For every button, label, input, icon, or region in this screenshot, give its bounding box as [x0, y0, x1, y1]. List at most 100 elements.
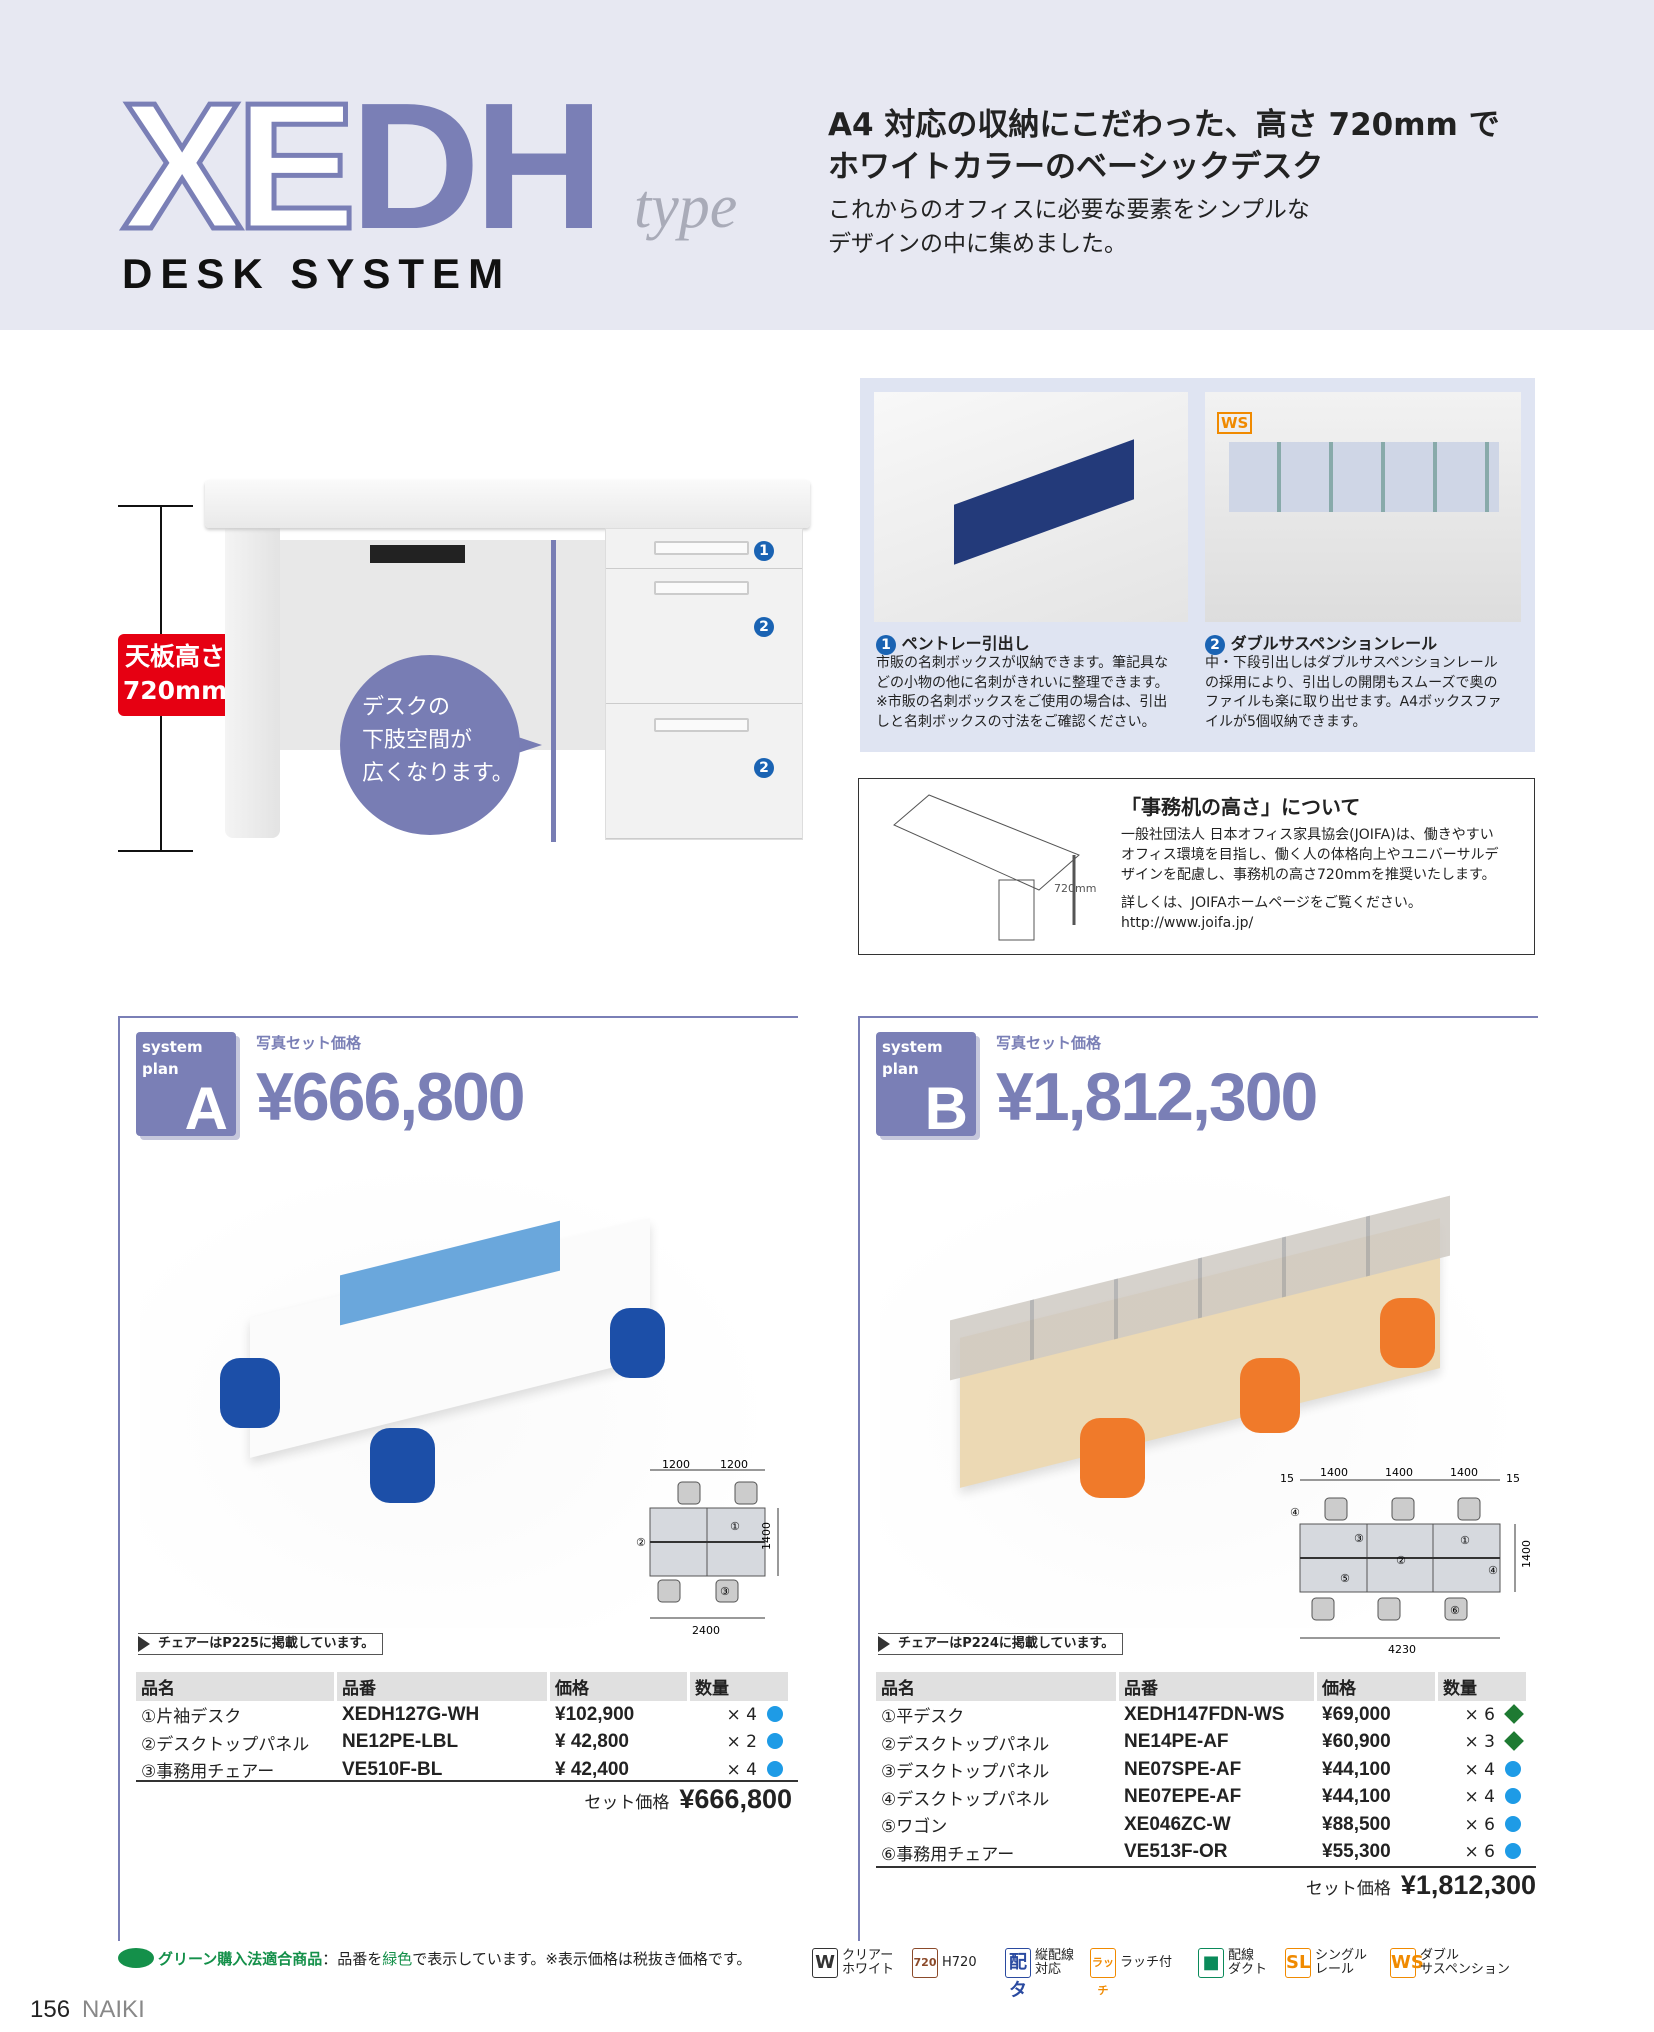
set-price: セット価格¥666,800	[584, 1784, 792, 1814]
green-diamond-icon	[1504, 1731, 1524, 1752]
svg-text:2400: 2400	[692, 1624, 720, 1637]
desk-top	[205, 480, 810, 528]
legroom-arrow	[551, 540, 556, 842]
svg-text:③: ③	[1354, 1532, 1364, 1545]
desk-line-drawing: 720mm	[893, 794, 1096, 941]
svg-text:②: ②	[636, 1536, 646, 1549]
header-band	[0, 0, 1654, 330]
svg-text:1200: 1200	[662, 1458, 690, 1471]
svg-text:④: ④	[1488, 1564, 1498, 1577]
feature-1-text: 市販の名刺ボックスが収納できます。筆記具などの小物の他に名刺がきれいに整理できま…	[876, 655, 1169, 730]
svg-text:1400: 1400	[1385, 1466, 1413, 1479]
blue-dot-icon	[767, 1705, 783, 1722]
legroom-bubble: デスクの下肢空間が広くなります。	[340, 655, 520, 835]
file-drawer-photo: WS	[1205, 392, 1521, 622]
ws-badge: WS	[1217, 412, 1253, 434]
pedestal: 1 2 2	[605, 528, 803, 840]
svg-text:15: 15	[1506, 1472, 1520, 1485]
green-note: グリーン購入法適合商品：品番を緑色で表示しています。※表示価格は税抜き価格です。	[118, 1948, 751, 1969]
svg-text:1400: 1400	[760, 1522, 773, 1550]
desk-leg	[225, 528, 280, 838]
legend-icon: WS	[1390, 1948, 1424, 1978]
plan-label: 写真セット価格	[256, 1034, 362, 1052]
legend-icon: ■	[1198, 1948, 1224, 1978]
pen-tray-photo	[874, 392, 1188, 622]
plan-label: 写真セット価格	[996, 1034, 1102, 1052]
desk-system-title: DESK SYSTEM	[122, 250, 512, 297]
joifa-text: 一般社団法人 日本オフィス家具協会(JOIFA)は、働きやすいオフィス環境を目指…	[1121, 827, 1499, 931]
svg-text:①: ①	[1460, 1534, 1470, 1547]
logo-xedh: XEDH	[119, 66, 604, 267]
green-diamond-icon	[1504, 1703, 1524, 1724]
svg-text:⑥: ⑥	[1450, 1604, 1460, 1617]
svg-text:1400: 1400	[1320, 1466, 1348, 1479]
set-price: セット価格¥1,812,300	[1305, 1870, 1536, 1900]
plan-b-layout: 15 1400 1400 1400 15 4230 1400 ① ② ③ ④ ④ ⑤ ⑥	[1280, 1466, 1533, 1656]
joifa-link[interactable]: http://www.joifa.jp/	[1121, 915, 1254, 931]
svg-text:4230: 4230	[1388, 1643, 1416, 1656]
feature-box: WS 1 ペントレー引出し 市販の名刺ボックスが収納できます。筆記具などの小物の…	[860, 378, 1535, 752]
blue-dot-icon	[1505, 1843, 1521, 1860]
headline: A4 対応の収納にこだわった、高さ 720mm でホワイトカラーのベーシックデス…	[828, 107, 1500, 185]
svg-text:②: ②	[1396, 1554, 1406, 1567]
legend-item: ■配線 ダクト	[1198, 1948, 1267, 1978]
joifa-box: 720mm 「事務机の高さ」について 一般社団法人 日本オフィス家具協会(JOI…	[858, 778, 1535, 955]
plan-price: ¥666,800	[256, 1059, 526, 1135]
svg-text:①: ①	[730, 1520, 740, 1533]
feature-2-title: 2 ダブルサスペンションレール	[1205, 630, 1437, 655]
legend-item: 配タ縦配線 対応	[1005, 1948, 1074, 2001]
legend-item: ラッチラッチ付	[1090, 1948, 1172, 1997]
dim-bottom	[118, 850, 193, 852]
plan-a-layout: 1200 1200 2400 1400 ① ② ③	[636, 1458, 779, 1637]
blue-dot-icon	[1505, 1788, 1521, 1805]
svg-text:1200: 1200	[720, 1458, 748, 1471]
svg-text:15: 15	[1280, 1472, 1294, 1485]
blue-dot-icon	[767, 1733, 783, 1750]
cable-tray	[370, 545, 465, 563]
svg-text:③: ③	[720, 1585, 730, 1598]
logo-type: type	[634, 173, 738, 241]
dim-top	[118, 505, 193, 507]
green-g-icon	[118, 1948, 154, 1968]
svg-text:720mm: 720mm	[1054, 882, 1096, 895]
blue-dot-icon	[1505, 1760, 1521, 1777]
chair-note: チェアーはP225に掲載しています。	[138, 1633, 384, 1655]
sub-copy: これからのオフィスに必要な要素をシンプルなデザインの中に集めました。	[828, 197, 1310, 257]
svg-text:④: ④	[1290, 1506, 1300, 1519]
legend-icon: SL	[1285, 1948, 1311, 1978]
blue-dot-icon	[1505, 1815, 1521, 1832]
svg-text:1400: 1400	[1520, 1540, 1533, 1568]
legend-icon: 配タ	[1005, 1948, 1031, 2001]
plan-price: ¥1,812,300	[996, 1059, 1318, 1135]
blue-dot-icon	[767, 1760, 783, 1777]
svg-text:⑤: ⑤	[1340, 1572, 1350, 1585]
legend-icon: ラッチ	[1090, 1948, 1116, 1997]
svg-text:1400: 1400	[1450, 1466, 1478, 1479]
legend-icon: 720	[912, 1948, 938, 1978]
legend-icon: W	[812, 1948, 838, 1978]
feature-2-text: 中・下段引出しはダブルサスペンションレールの採用により、引出しの開閉もスムーズで…	[1205, 655, 1502, 730]
chair-note: チェアーはP224に掲載しています。	[878, 1633, 1124, 1655]
feature-1-title: 1 ペントレー引出し	[876, 630, 1030, 655]
